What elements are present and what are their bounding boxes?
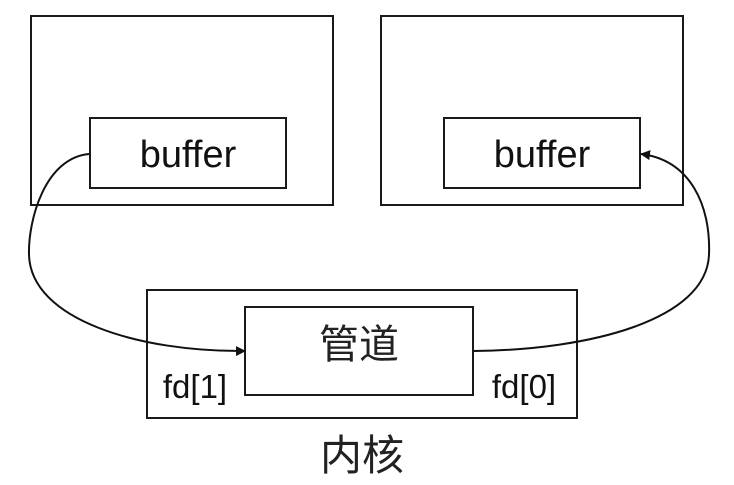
right-buffer-label: buffer xyxy=(494,134,591,176)
right-process: buffer xyxy=(380,15,684,206)
kernel-label: 内核 xyxy=(320,431,404,480)
left-buffer-label: buffer xyxy=(140,134,237,176)
left-buffer-box xyxy=(89,117,287,189)
read-flow-arrow xyxy=(472,150,711,352)
left-process: buffer xyxy=(30,15,334,206)
kernel: 管道 fd[1] fd[0] 内核 xyxy=(146,289,578,480)
read-end-label: fd[0] xyxy=(492,368,556,405)
write-flow-arrow xyxy=(27,153,246,357)
right-buffer-box xyxy=(443,117,641,189)
pipe-label: 管道 xyxy=(319,322,399,368)
write-end-label: fd[1] xyxy=(163,368,227,405)
